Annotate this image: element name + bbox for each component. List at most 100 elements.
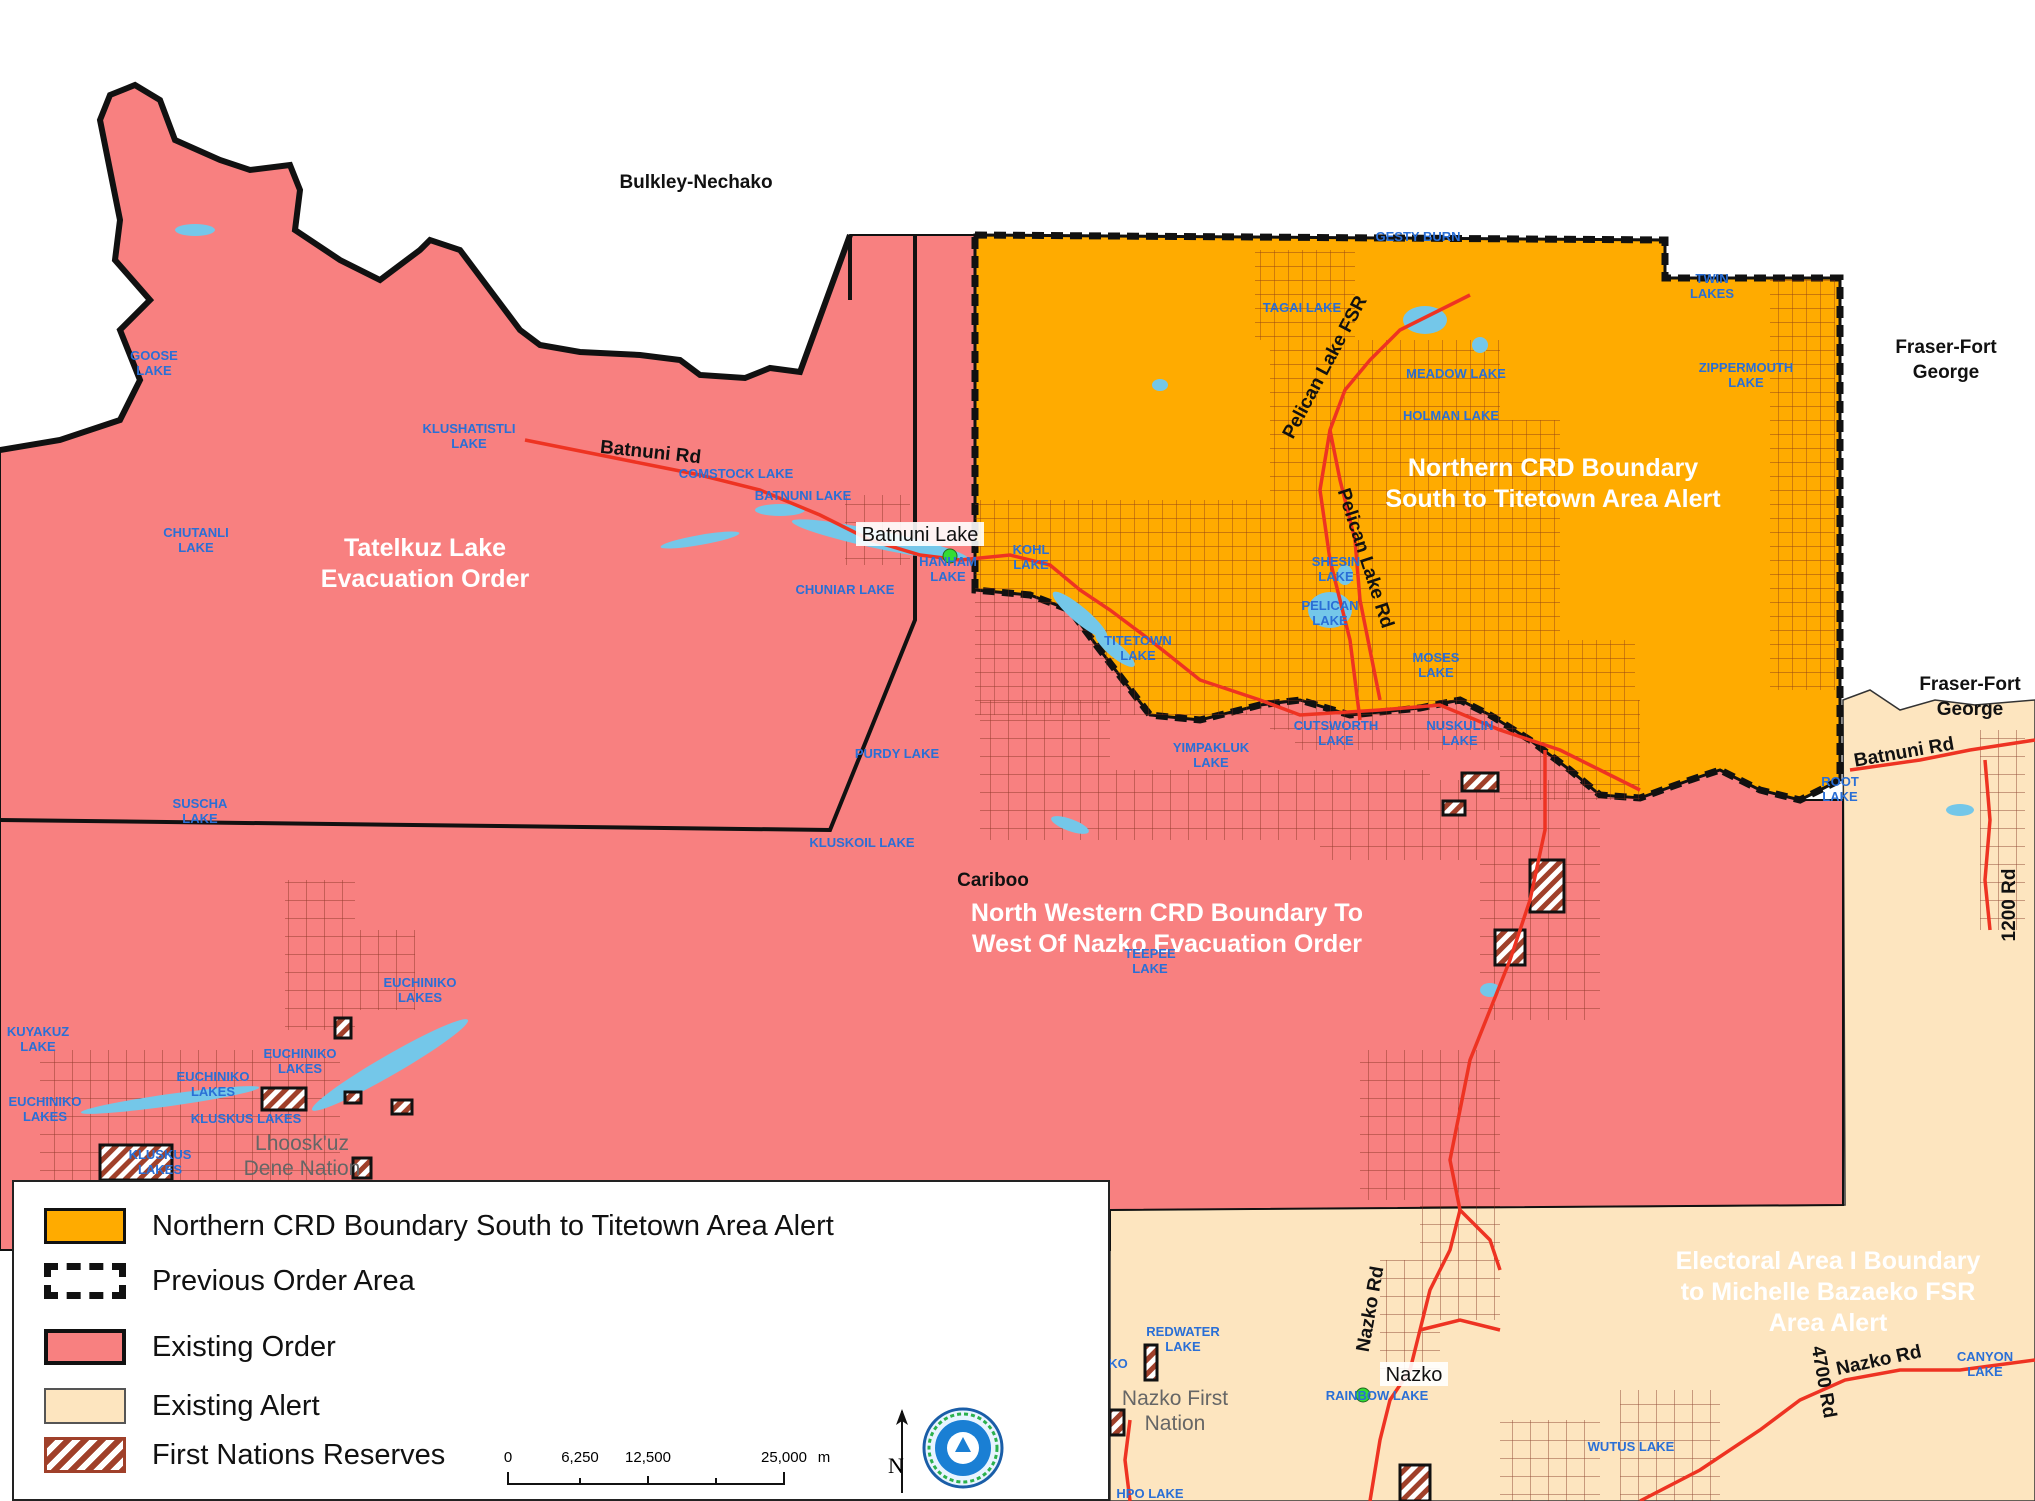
tatelkuz-order-boundary [0,235,917,833]
place-label-nazko-fn-2: Nation [1145,1412,1206,1435]
lake-label-shesin-2: LAKE [1318,569,1354,584]
lake-label-goose: GOOSE [130,348,178,363]
legend-label-alert: Northern CRD Boundary South to Titetown … [152,1209,834,1242]
legend-item-existing-alert: Existing Alert [44,1384,320,1428]
region-label-fraser-2: George [1913,362,1980,383]
lake-label-partial_hpo: HPO LAKE [1116,1486,1184,1501]
lake-label-goose-2: LAKE [136,363,172,378]
region-label-cariboo: Cariboo [957,870,1029,891]
area-label-nw-2: West Of Nazko Evacuation Order [972,930,1362,958]
lake-label-holman: HOLMAN LAKE [1403,408,1499,423]
area-label-northern-1: Northern CRD Boundary [1408,454,1698,482]
place-marker-nazko [1355,1387,1371,1403]
legend-label-existing-order: Existing Order [152,1330,336,1363]
lake-label-yimpakluk: YIMPAKLUK [1173,740,1250,755]
place-label-batnuni-lake: Batnuni Lake [862,524,979,546]
lake-label-hanham: HANHAM [919,554,977,569]
place-label-nazko: Nazko [1386,1364,1443,1386]
lake-label-teepee: TEEPEE [1124,946,1176,961]
lake-label-euchiniko4: EUCHINIKO [384,975,457,990]
region-label-bulkley: Bulkley-Nechako [619,172,772,193]
lake-label-kluskoil: KLUSKOIL LAKE [809,835,915,850]
lake-label-tagai: TAGAI LAKE [1263,300,1342,315]
legend: Northern CRD Boundary South to Titetown … [12,1180,1110,1501]
first-nations-reserves [98,771,1566,1501]
north-label: N [888,1453,904,1478]
lake-label-comstock: COMSTOCK LAKE [679,466,794,481]
scale-tick-2: 12,500 [625,1449,671,1466]
lake-label-chutanli: CHUTANLI [163,525,228,540]
lake-label-titetown-2: LAKE [1120,648,1156,663]
lake-label-batnuni: BATNUNI LAKE [755,488,852,503]
lake-label-hanham-2: LAKE [930,569,966,584]
lake-label-euchiniko3-2: LAKES [278,1061,322,1076]
lake-label-rainbow: RAINBOW LAKE [1326,1388,1429,1403]
lake-label-twin: TWIN [1695,271,1728,286]
lake-label-canyon: CANYON [1957,1349,2013,1364]
lake-label-kuyakuz-2: LAKE [20,1039,56,1054]
scale-bar: 0 6,250 12,500 25,000 m [504,1449,831,1485]
lake-label-pelican: PELICAN [1301,598,1358,613]
lake-label-redwater: REDWATER [1146,1324,1220,1339]
legend-item-alert: Northern CRD Boundary South to Titetown … [44,1204,834,1248]
area-label-northern-2: South to Titetown Area Alert [1385,485,1721,513]
lake-label-kluskus2: KLUSKUS [129,1147,192,1162]
lake-label-root: ROOT [1821,774,1859,789]
lake-label-euchiniko_lakes: EUCHINIKO [9,1094,82,1109]
lake-label-euchiniko4-2: LAKES [398,990,442,1005]
legend-swatch-previous [44,1263,126,1299]
legend-item-existing-order: Existing Order [44,1325,336,1369]
lake-label-euchiniko2-2: LAKES [191,1084,235,1099]
place-label-lhooskuz-2: Dene Nation [244,1157,361,1180]
lake-label-wutus: WUTUS LAKE [1588,1439,1675,1454]
lake-label-zippermouth: ZIPPERMOUTH [1699,360,1794,375]
scale-unit: m [818,1449,831,1466]
region-label-fraser-1: Fraser-Fort [1895,337,1997,358]
area-label-nw-1: North Western CRD Boundary To [971,899,1363,927]
lake-label-shesin: SHESIN [1312,554,1360,569]
area-label-ea-1: Electoral Area I Boundary [1676,1247,1981,1275]
lake-label-nuskulin-2: LAKE [1442,733,1478,748]
lake-label-gesty: GESTY BURN [1376,229,1461,244]
scale-tick-1: 6,250 [561,1449,599,1466]
legend-swatch-alert [44,1208,126,1244]
region-label-fraser-east-1: Fraser-Fort [1919,674,2021,695]
emergency-program-logo [922,1407,1004,1489]
north-arrow: N [888,1409,908,1493]
legend-label-existing-alert: Existing Alert [152,1389,320,1422]
area-label-tatelkuz-1: Tatelkuz Lake [344,534,506,562]
lake-label-chuniar: CHUNIAR LAKE [796,582,895,597]
lake-label-yimpakluk-2: LAKE [1193,755,1229,770]
lake-label-kluskhatistli: KLUSHATISTLI [423,421,516,436]
legend-label-reserves: First Nations Reserves [152,1438,446,1471]
lake-label-zippermouth-2: LAKE [1728,375,1764,390]
lake-label-chutanli-2: LAKE [178,540,214,555]
lake-label-partial_ko: KO [1108,1356,1128,1371]
tatelkuz-north-boundary [0,81,853,453]
lake-label-kohl-2: LAKE [1013,557,1049,572]
lake-label-cutsworth: CUTSWORTH [1294,718,1379,733]
lake-label-cutsworth-2: LAKE [1318,733,1354,748]
lake-label-euchiniko3: EUCHINIKO [264,1046,337,1061]
lake-label-redwater-2: LAKE [1165,1339,1201,1354]
lake-label-pelican-2: LAKE [1312,613,1348,628]
lake-label-canyon-2: LAKE [1967,1364,2003,1379]
area-label-ea-2: to Michelle Bazaeko FSR [1681,1278,1976,1306]
area-label-tatelkuz-2: Evacuation Order [321,565,530,593]
lake-label-euchiniko_lakes-2: LAKES [23,1109,67,1124]
lake-label-titetown: TITETOWN [1104,633,1172,648]
lake-label-meadow: MEADOW LAKE [1406,366,1506,381]
lake-label-kluskus2-2: LAKES [138,1162,182,1177]
legend-item-previous: Previous Order Area [44,1259,415,1303]
place-marker-batnuni [942,548,958,564]
lake-label-purdy: PURDY LAKE [855,746,940,761]
legend-swatch-existing-order [44,1329,126,1365]
place-label-lhooskuz-1: Lhoosk'uz [255,1132,349,1155]
lake-label-kluskhatistli-2: LAKE [451,436,487,451]
lake-label-kuyakuz: KUYAKUZ [7,1024,69,1039]
lake-label-moses-2: LAKE [1418,665,1454,680]
legend-item-reserves: First Nations Reserves [44,1433,445,1477]
lake-label-euchiniko2: EUCHINIKO [177,1069,250,1084]
lake-label-twin-2: LAKES [1690,286,1734,301]
